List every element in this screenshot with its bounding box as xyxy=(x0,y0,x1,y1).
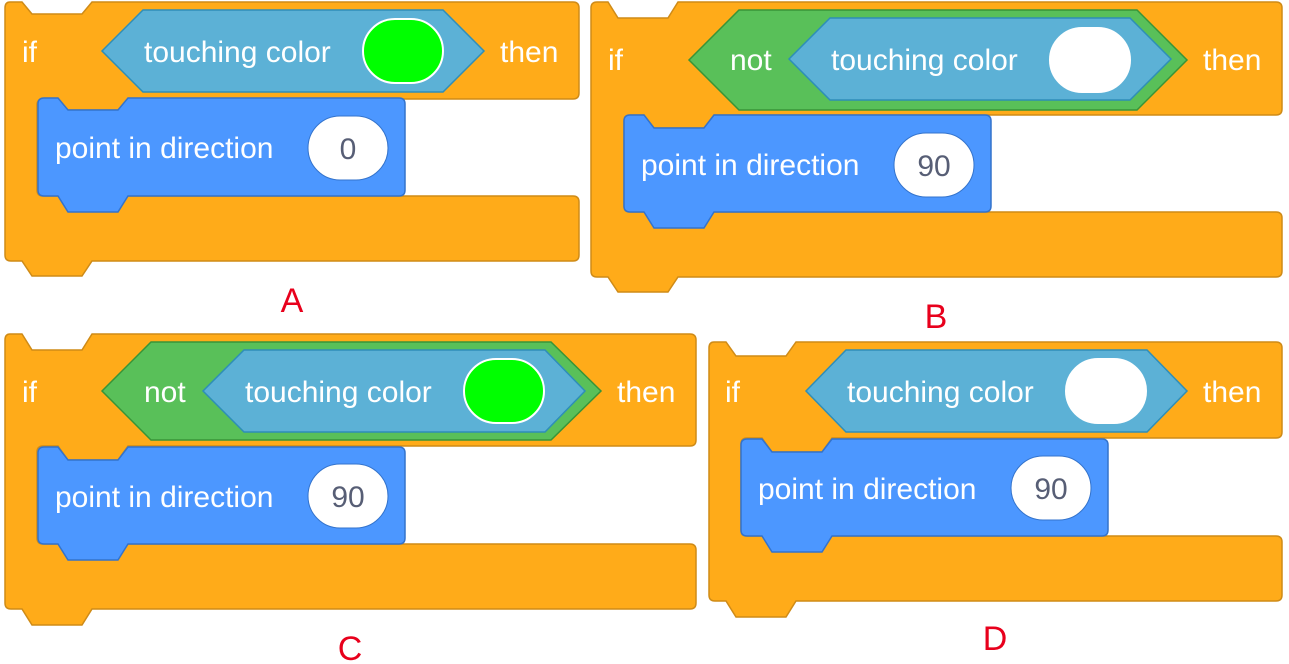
color-swatch[interactable] xyxy=(1049,27,1131,93)
touching-color-label: touching color xyxy=(831,44,1018,77)
option-label: C xyxy=(338,630,363,664)
motion-label: point in direction xyxy=(641,149,859,182)
option-c: if then not touching color point in dire… xyxy=(4,333,697,664)
option-label: B xyxy=(925,298,948,336)
touching-color-label: touching color xyxy=(847,376,1034,409)
not-keyword: not xyxy=(730,44,772,77)
if-keyword: if xyxy=(608,44,624,77)
if-keyword: if xyxy=(22,36,38,69)
direction-input[interactable] xyxy=(307,463,389,529)
color-swatch[interactable] xyxy=(463,358,545,424)
option-d: if then touching color point in directio… xyxy=(708,341,1283,658)
color-swatch[interactable] xyxy=(362,18,444,84)
direction-input[interactable] xyxy=(893,132,975,198)
option-label: D xyxy=(983,620,1008,658)
then-keyword: then xyxy=(1203,376,1261,409)
motion-block[interactable] xyxy=(37,446,406,561)
direction-input[interactable] xyxy=(307,115,389,181)
direction-value: 90 xyxy=(331,481,364,514)
motion-block[interactable] xyxy=(623,114,992,229)
motion-label: point in direction xyxy=(55,132,273,165)
option-label: A xyxy=(281,282,304,320)
then-keyword: then xyxy=(617,376,675,409)
color-swatch[interactable] xyxy=(1065,358,1147,424)
direction-value: 0 xyxy=(340,133,357,166)
not-keyword: not xyxy=(144,376,186,409)
motion-block[interactable] xyxy=(37,97,406,213)
direction-value: 90 xyxy=(1034,473,1067,506)
if-keyword: if xyxy=(725,376,741,409)
if-keyword: if xyxy=(22,376,38,409)
touching-color-label: touching color xyxy=(144,36,331,69)
direction-value: 90 xyxy=(917,150,950,183)
motion-label: point in direction xyxy=(55,481,273,514)
motion-block[interactable] xyxy=(740,438,1109,553)
touching-color-label: touching color xyxy=(245,376,432,409)
motion-label: point in direction xyxy=(758,473,976,506)
option-a: if then touching color point in directio… xyxy=(4,1,580,320)
direction-input[interactable] xyxy=(1010,455,1092,521)
then-keyword: then xyxy=(1203,44,1261,77)
then-keyword: then xyxy=(500,36,558,69)
option-b: if then not touching color point in dire… xyxy=(590,1,1283,336)
